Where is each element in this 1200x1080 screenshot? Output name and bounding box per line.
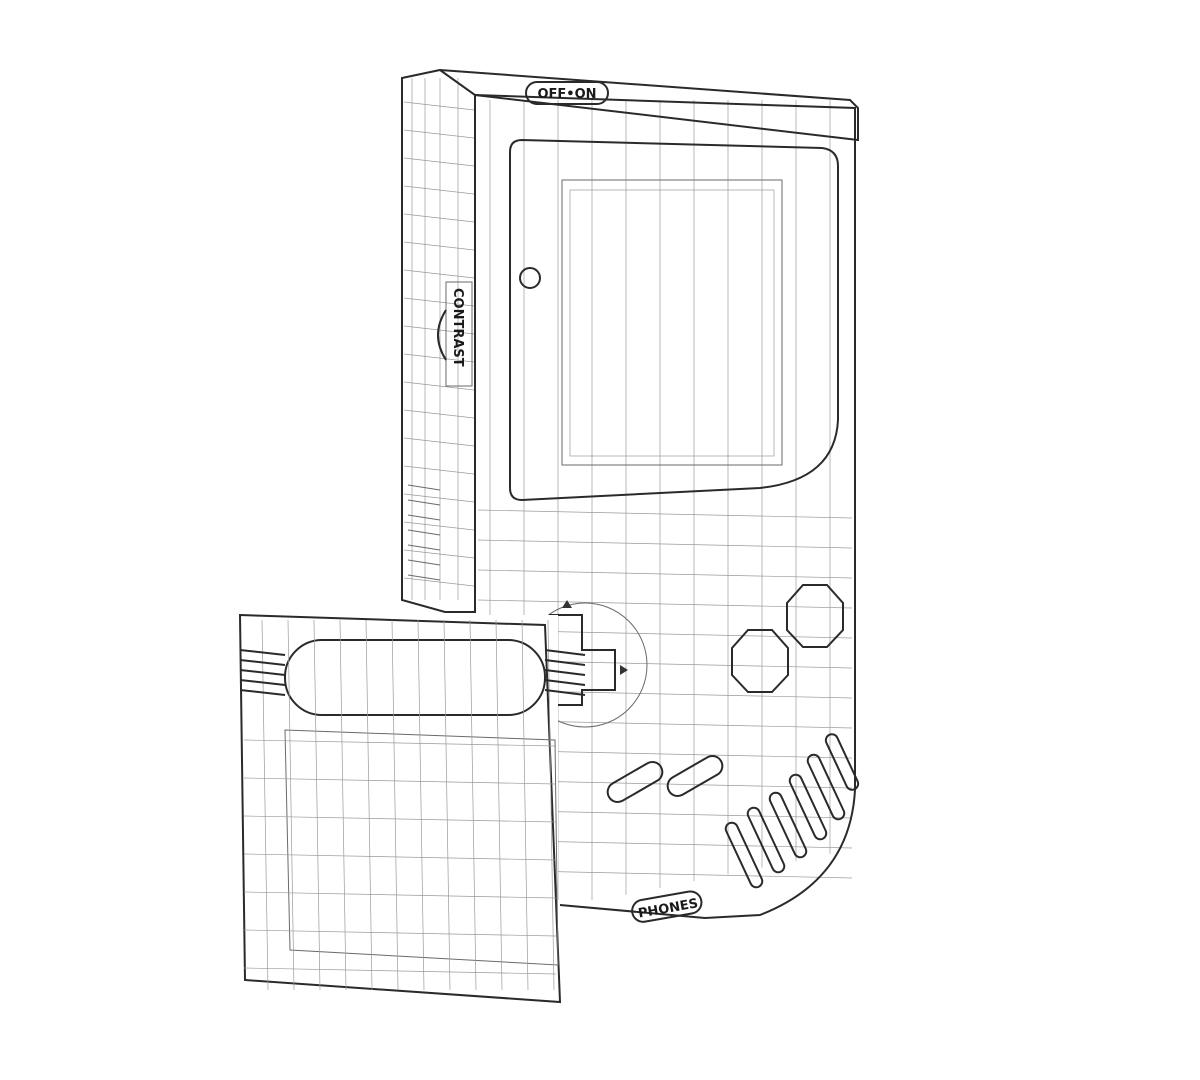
contrast-label: CONTRAST bbox=[450, 288, 465, 367]
mesh-line bbox=[243, 929, 557, 937]
mesh-line bbox=[243, 815, 557, 823]
arrow-right-icon bbox=[620, 665, 628, 675]
mesh-line bbox=[403, 437, 475, 447]
mesh-line bbox=[287, 619, 295, 991]
mesh-line bbox=[477, 539, 853, 549]
dpad[interactable] bbox=[549, 614, 616, 706]
mesh-line bbox=[339, 619, 347, 991]
mesh-line bbox=[417, 619, 425, 991]
body-front bbox=[474, 94, 856, 920]
mesh-line bbox=[443, 619, 451, 991]
contrast-wheel bbox=[437, 309, 447, 361]
mesh-line bbox=[495, 619, 503, 991]
mesh-line bbox=[403, 353, 475, 363]
mesh-line bbox=[403, 269, 475, 279]
mesh-line bbox=[403, 213, 475, 223]
select-button[interactable] bbox=[604, 758, 666, 805]
body-top bbox=[439, 69, 859, 142]
side-grip bbox=[407, 484, 441, 581]
mesh-line bbox=[403, 549, 475, 559]
mesh-line bbox=[403, 381, 475, 391]
mesh-line bbox=[243, 891, 557, 899]
mesh-line bbox=[403, 129, 475, 139]
mesh-line bbox=[403, 101, 475, 111]
phones-jack-label-box bbox=[631, 890, 703, 923]
mesh-line bbox=[243, 853, 557, 861]
mesh-line bbox=[477, 599, 853, 609]
mesh-line bbox=[403, 297, 475, 307]
mesh-line bbox=[243, 777, 557, 785]
mesh-line bbox=[403, 465, 475, 475]
mesh-line bbox=[403, 577, 475, 587]
mesh-line bbox=[243, 739, 557, 747]
screen-display bbox=[561, 179, 783, 466]
mesh-line bbox=[403, 521, 475, 531]
b-button[interactable] bbox=[731, 629, 789, 693]
mesh-line bbox=[391, 619, 399, 991]
mesh-line bbox=[403, 493, 475, 503]
arrow-up-icon bbox=[562, 600, 572, 608]
mesh-line bbox=[403, 185, 475, 195]
mesh-line bbox=[477, 569, 853, 579]
power-led-icon bbox=[519, 267, 541, 289]
contrast-dial[interactable] bbox=[445, 281, 473, 387]
speaker-grille bbox=[724, 733, 860, 889]
mesh-line bbox=[469, 619, 477, 991]
power-switch[interactable] bbox=[525, 81, 609, 105]
mesh-line bbox=[477, 509, 853, 519]
cartridge bbox=[238, 613, 586, 1005]
a-button[interactable] bbox=[786, 584, 844, 648]
mesh-line bbox=[403, 157, 475, 167]
power-switch-label: OFF•ON bbox=[537, 87, 596, 102]
mesh-line bbox=[313, 619, 321, 991]
start-button[interactable] bbox=[664, 752, 726, 799]
mesh-line bbox=[403, 409, 475, 419]
screen-bezel bbox=[509, 138, 839, 502]
mesh-line bbox=[547, 619, 555, 991]
mesh-line bbox=[365, 619, 373, 991]
mesh-line bbox=[403, 241, 475, 251]
mesh-line bbox=[521, 619, 529, 991]
mesh-line bbox=[243, 967, 557, 975]
